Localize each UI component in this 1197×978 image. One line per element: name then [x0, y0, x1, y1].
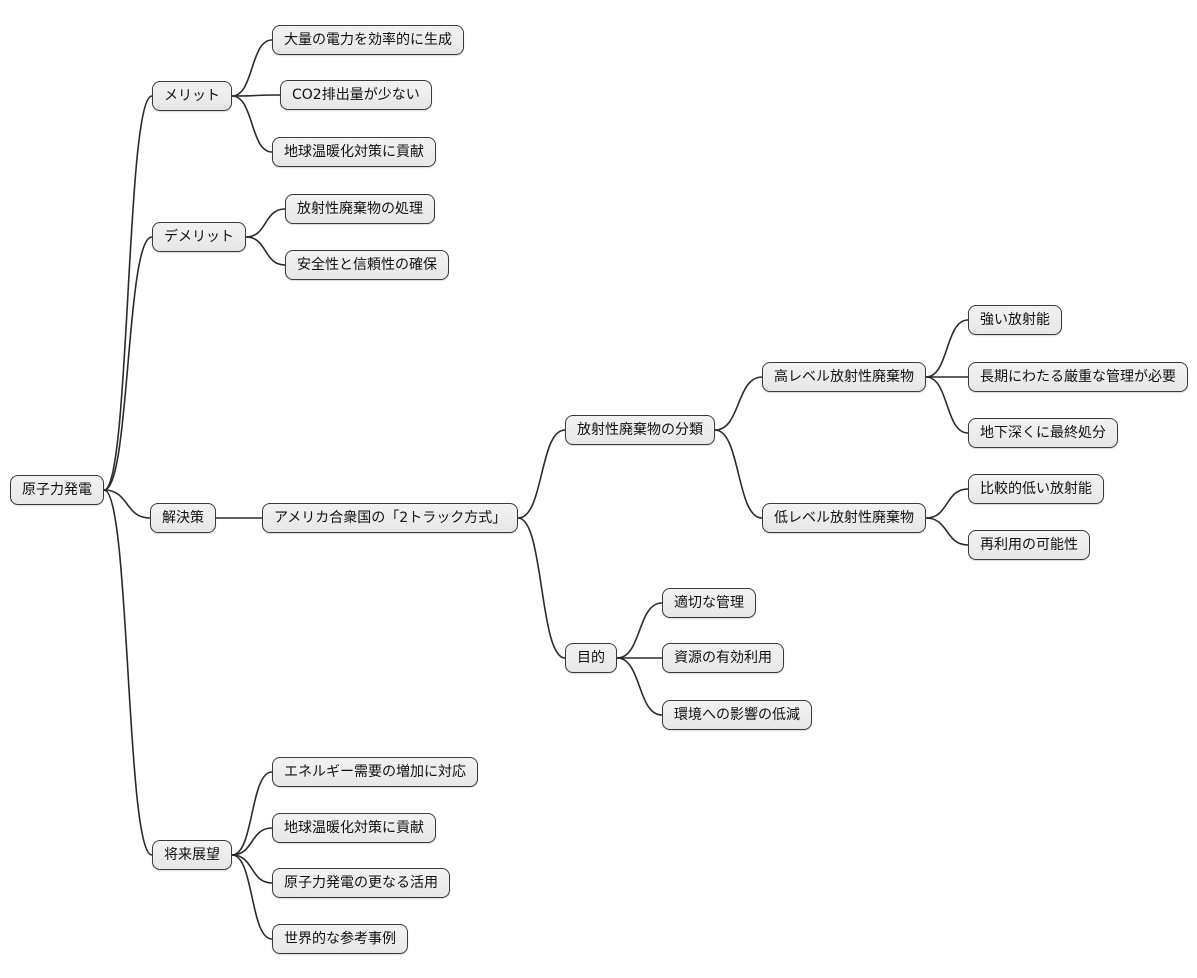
edge-merit-merit2: [231, 94, 281, 97]
node-strong-radioactivity: 強い放射能: [968, 305, 1062, 335]
node-solution: 解決策: [150, 503, 216, 533]
edge-classification-high_level: [714, 376, 763, 431]
node-environmental-impact-reduction: 環境への影響の低減: [662, 700, 812, 730]
node-waste-classification: 放射性廃棄物の分類: [565, 415, 715, 445]
node-appropriate-management: 適切な管理: [662, 588, 756, 618]
edge-purpose-purpose3: [616, 657, 663, 716]
node-merit-global-warming: 地球温暖化対策に貢献: [272, 137, 436, 167]
edge-demerit-demerit2: [245, 236, 286, 266]
edge-demerit-demerit1: [245, 208, 286, 238]
edge-root-demerit: [103, 236, 153, 491]
edge-future-future1: [231, 771, 273, 856]
node-merit-low-co2: CO2排出量が少ない: [280, 80, 432, 110]
node-long-term-management: 長期にわたる厳重な管理が必要: [968, 362, 1188, 392]
edge-low_level-low1: [925, 488, 969, 519]
edge-future-future4: [231, 854, 273, 940]
node-reuse-possibility: 再利用の可能性: [968, 530, 1090, 560]
node-demerit: デメリット: [152, 222, 246, 252]
node-us-two-track: アメリカ合衆国の「2トラック方式」: [262, 503, 519, 533]
edge-two_track-classification: [517, 429, 566, 519]
node-future-outlook: 将来展望: [152, 840, 232, 870]
edge-root-future: [103, 489, 153, 856]
edge-merit-merit3: [231, 95, 273, 153]
edge-low_level-low2: [925, 517, 969, 546]
edge-root-merit: [103, 95, 153, 491]
node-global-warming-contribution: 地球温暖化対策に貢献: [272, 813, 436, 843]
edge-merit-merit1: [231, 39, 273, 97]
node-demerit-safety-reliability: 安全性と信頼性の確保: [285, 250, 449, 280]
node-merit-efficient-power: 大量の電力を効率的に生成: [272, 25, 464, 55]
node-relatively-low-radioactivity: 比較的低い放射能: [968, 474, 1104, 504]
node-high-level-waste: 高レベル放射性廃棄物: [762, 362, 926, 392]
node-deep-underground-disposal: 地下深くに最終処分: [968, 418, 1118, 448]
edge-high_level-high1: [925, 319, 969, 378]
edge-classification-low_level: [714, 429, 763, 519]
edge-root-solution: [103, 489, 151, 519]
node-root: 原子力発電: [10, 475, 104, 505]
node-resource-utilization: 資源の有効利用: [662, 643, 784, 673]
node-energy-demand: エネルギー需要の増加に対応: [272, 757, 478, 787]
node-merit: メリット: [152, 81, 232, 111]
edge-purpose-purpose1: [616, 602, 663, 659]
node-global-reference-cases: 世界的な参考事例: [272, 924, 408, 954]
edge-high_level-high3: [925, 376, 969, 434]
edge-future-future3: [231, 854, 273, 884]
node-further-utilization: 原子力発電の更なる活用: [272, 868, 450, 898]
node-low-level-waste: 低レベル放射性廃棄物: [762, 503, 926, 533]
node-demerit-waste-processing: 放射性廃棄物の処理: [285, 194, 435, 224]
edge-two_track-purpose: [517, 517, 566, 659]
node-purpose: 目的: [565, 643, 617, 673]
edge-future-future2: [231, 827, 273, 856]
